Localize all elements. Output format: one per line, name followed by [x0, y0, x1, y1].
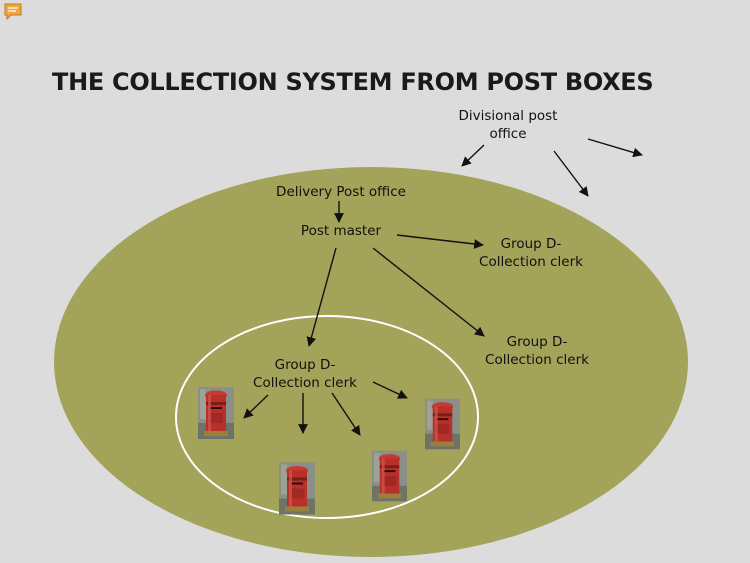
divisional-office-label-line1: Divisional post — [458, 108, 558, 124]
collection-clerk-3-line2: Collection clerk — [253, 375, 357, 391]
connector-arrows — [243, 138, 643, 436]
arrow-clerk-to-box-3 — [331, 392, 361, 436]
post-box-icon — [198, 387, 234, 439]
delivery-office-label: Delivery Post office — [276, 184, 406, 200]
slide-title: THE COLLECTION SYSTEM FROM POST BOXES — [52, 68, 654, 96]
post-master-label: Post master — [300, 223, 382, 239]
arrow-division-to-delivery — [461, 144, 485, 167]
outer-area-ellipse — [54, 167, 688, 557]
arrow-postmaster-to-clerk-2 — [372, 247, 485, 337]
post-box-icon — [425, 398, 460, 450]
collection-clerk-2-line2: Collection clerk — [485, 352, 589, 368]
arrow-postmaster-to-clerk-1 — [396, 234, 484, 249]
divisional-office-label: Divisional post office — [458, 107, 558, 143]
comment-icon[interactable] — [3, 2, 23, 22]
post-box-icon — [372, 450, 407, 502]
inner-area-ellipse — [175, 315, 479, 519]
collection-clerk-3-label: Group D- Collection clerk — [246, 356, 364, 392]
collection-clerk-2-label: Group D- Collection clerk — [478, 333, 596, 369]
collection-clerk-1-label: Group D- Collection clerk — [472, 235, 590, 271]
arrow-division-right — [587, 138, 643, 158]
collection-clerk-2-line1: Group D- — [506, 334, 568, 350]
divisional-office-label-line2: office — [489, 126, 527, 142]
arrow-clerk-to-box-4 — [372, 381, 408, 399]
collection-clerk-1-line1: Group D- — [500, 236, 562, 252]
collection-clerk-3-line1: Group D- — [274, 357, 336, 373]
collection-clerk-1-line2: Collection clerk — [479, 254, 583, 270]
post-box-icon — [279, 462, 315, 515]
arrow-postmaster-to-clerk-3 — [306, 247, 337, 347]
arrow-clerk-to-box-1 — [243, 394, 269, 419]
arrow-division-down-right — [553, 150, 589, 197]
